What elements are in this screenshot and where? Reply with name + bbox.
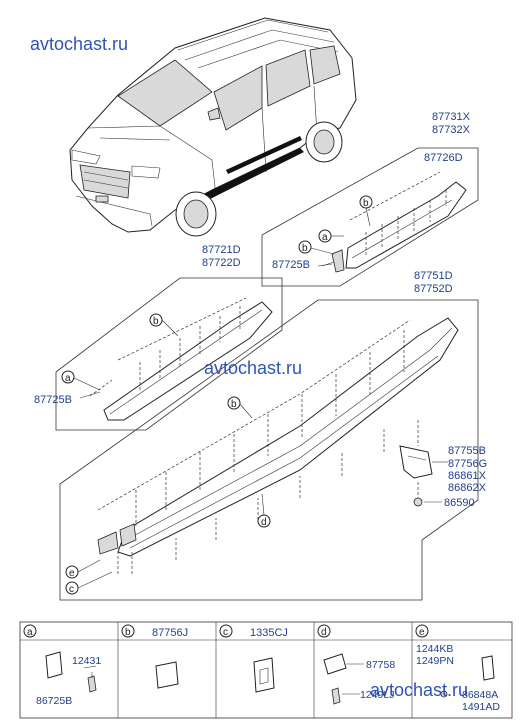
vehicle-illustration	[69, 17, 357, 237]
clip-a-icon	[45, 651, 63, 679]
part-label: 87752D	[414, 283, 453, 295]
table-sub-part: 1491AD	[462, 701, 500, 713]
table-letter: a	[27, 627, 33, 638]
callout-letter: d	[261, 517, 267, 528]
table-sub-part: 87758	[366, 659, 395, 671]
screw-e-icon	[440, 690, 448, 698]
part-label: 87722D	[202, 257, 241, 269]
watermark: avtochast.ru	[204, 358, 302, 378]
clip-b-icon	[155, 661, 179, 689]
part-label: 87732X	[432, 124, 471, 136]
clip-e-icon	[481, 655, 495, 681]
part-label: 87726D	[424, 152, 463, 164]
callout-letter: c	[69, 584, 74, 595]
callout-letter: b	[153, 316, 159, 327]
table-letter: d	[321, 627, 327, 638]
rear-door-group	[261, 147, 479, 287]
callout-letter: b	[363, 198, 369, 209]
table-sub-part: 1249LJ	[360, 689, 394, 701]
screw-d-icon	[331, 687, 341, 705]
part-label: 86861X	[448, 470, 487, 482]
part-label: 87725B	[34, 394, 72, 406]
part-label: 87751D	[414, 270, 453, 282]
callout-letter: e	[69, 568, 75, 579]
part-label: 86862X	[448, 482, 487, 494]
callout-letter: b	[302, 243, 308, 254]
part-label: 86590	[444, 497, 475, 509]
part-label: 87755B	[448, 445, 486, 457]
table-letter: e	[419, 627, 425, 638]
watermark: avtochast.ru	[370, 680, 468, 700]
table-sub-part: 1244KB	[416, 643, 453, 655]
table-part-no: 1335CJ	[250, 627, 288, 639]
callout-circles	[61, 195, 373, 595]
callout-letter: b	[231, 399, 237, 410]
screw-a-icon	[87, 675, 97, 693]
table-letter: c	[223, 627, 228, 638]
part-label: 87756G	[448, 458, 487, 470]
part-label: 87725B	[272, 259, 310, 271]
table-sub-part: 86848A	[462, 689, 498, 701]
side-sill-group	[59, 299, 479, 601]
parts-table	[19, 621, 513, 719]
watermark: avtochast.ru	[30, 34, 128, 54]
table-sub-part: 12431	[72, 655, 101, 667]
part-label: 87731X	[432, 111, 471, 123]
table-part-no: 87756J	[152, 627, 188, 639]
callout-letter: a	[65, 373, 71, 384]
table-sub-part: 1249PN	[416, 655, 454, 667]
clip-c-icon	[253, 657, 275, 693]
clip-d-icon	[323, 653, 347, 675]
text-layer: avtochast.ru avtochast.ru avtochast.ru 8…	[27, 34, 500, 713]
part-label: 87721D	[202, 244, 241, 256]
table-sub-part: 86725B	[36, 695, 72, 707]
front-door-group	[55, 277, 283, 431]
table-letter: b	[125, 627, 131, 638]
callout-letter: a	[322, 232, 328, 243]
